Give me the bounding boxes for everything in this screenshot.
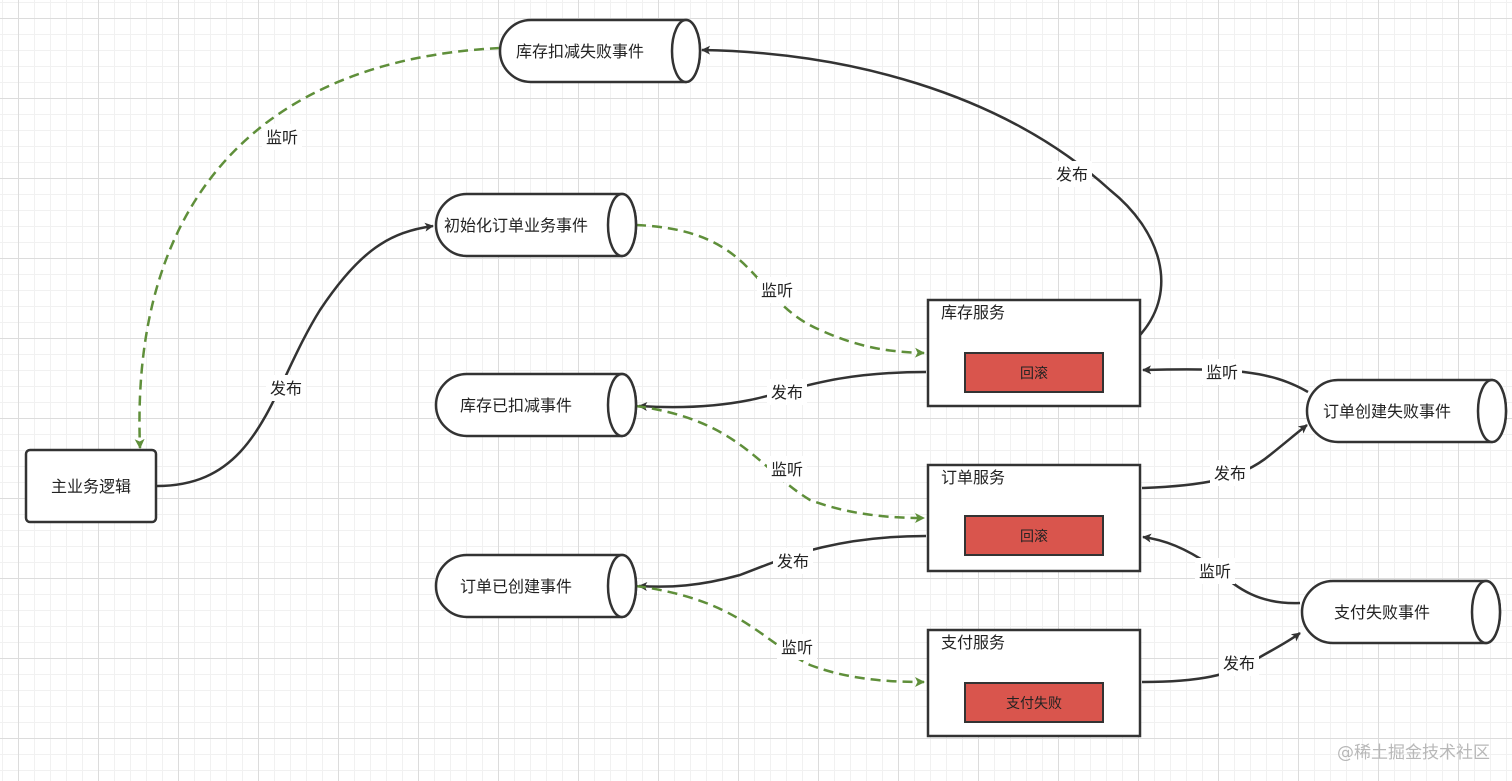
stock-rollback-box: 回滚	[964, 352, 1104, 393]
event-order-fail[interactable]: 订单创建失败事件	[1305, 378, 1508, 444]
edge-init-to-stock-listen	[635, 223, 925, 358]
service-order[interactable]: 订单服务 回滚	[926, 463, 1142, 573]
edge-label-stock-publish-deducted: 发布	[771, 383, 803, 402]
edge-label-main-publish-init: 发布	[270, 379, 302, 398]
edge-label-order-publish-fail: 发布	[1214, 464, 1246, 483]
service-pay-label: 支付服务	[941, 633, 1005, 652]
event-order-created-label: 订单已创建事件	[460, 577, 572, 596]
event-pay-fail-label: 支付失败事件	[1334, 603, 1430, 622]
edge-stock-publish-deducted	[638, 370, 927, 412]
service-order-label: 订单服务	[941, 468, 1005, 487]
edge-label-init-to-stock-listen: 监听	[761, 281, 793, 300]
event-pay-fail[interactable]: 支付失败事件	[1300, 579, 1502, 645]
pay-fail-label: 支付失败	[1006, 696, 1062, 712]
event-stock-deducted[interactable]: 库存已扣减事件	[434, 372, 638, 438]
edge-label-pay-publish-fail: 发布	[1223, 654, 1255, 673]
event-stock-deducted-label: 库存已扣减事件	[460, 396, 572, 415]
event-stock-fail-label: 库存扣减失败事件	[516, 42, 644, 61]
edge-label-orderfail-to-stock-listen: 监听	[1206, 363, 1238, 382]
event-order-fail-label: 订单创建失败事件	[1323, 402, 1451, 421]
pay-fail-box: 支付失败	[964, 682, 1104, 723]
edge-main-publish-init	[156, 222, 434, 488]
service-stock-label: 库存服务	[941, 303, 1005, 322]
edge-label-created-to-pay-listen: 监听	[781, 638, 813, 657]
node-main-logic-label: 主业务逻辑	[51, 477, 131, 496]
edge-label-order-publish-created: 发布	[777, 552, 809, 571]
edge-label-main-listen-stockfail: 监听	[266, 128, 298, 147]
order-rollback-box: 回滚	[964, 515, 1104, 556]
edge-order-publish-fail	[1141, 424, 1308, 490]
edge-label-payfail-to-order-listen: 监听	[1199, 562, 1231, 581]
watermark: @稀土掘金技术社区	[1337, 743, 1490, 763]
edge-orderfail-to-stock-listen	[1142, 365, 1309, 394]
event-init-order-label: 初始化订单业务事件	[444, 216, 588, 235]
stock-rollback-label: 回滚	[1020, 365, 1048, 382]
node-main-logic[interactable]: 主业务逻辑	[24, 448, 158, 524]
event-order-created[interactable]: 订单已创建事件	[434, 553, 638, 619]
edge-stock-publish-fail	[701, 45, 1163, 336]
order-rollback-label: 回滚	[1020, 528, 1048, 545]
edge-label-stock-publish-fail: 发布	[1056, 165, 1088, 184]
edge-deducted-to-order-listen	[635, 404, 925, 523]
edge-main-listen-stockfail	[134, 46, 501, 449]
edge-label-deducted-to-order-listen: 监听	[771, 460, 803, 479]
event-init-order[interactable]: 初始化订单业务事件	[434, 192, 638, 258]
service-stock[interactable]: 库存服务 回滚	[926, 298, 1142, 408]
edge-order-publish-created	[638, 534, 927, 592]
event-stock-fail[interactable]: 库存扣减失败事件	[498, 18, 702, 84]
service-pay[interactable]: 支付服务 支付失败	[926, 628, 1142, 738]
